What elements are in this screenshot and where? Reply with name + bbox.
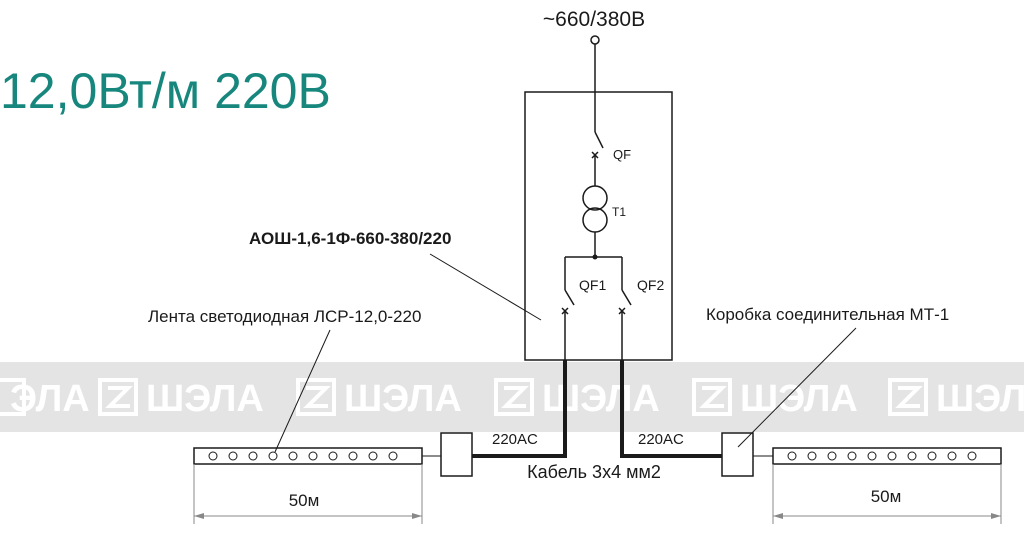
watermark-band xyxy=(0,362,1024,432)
breaker-qf2 xyxy=(618,257,632,360)
breaker-qf1-label: QF1 xyxy=(579,277,606,293)
supply-voltage-label: ~660/380В xyxy=(543,8,645,31)
breaker-qf1 xyxy=(561,257,575,360)
page-title: 12,0Вт/м 220В xyxy=(0,63,331,119)
cable-right xyxy=(620,360,722,458)
watermark-logo-icon xyxy=(0,378,26,416)
dimension-left-label: 50м xyxy=(289,491,320,510)
transformer-t1-label: T1 xyxy=(612,205,626,219)
junction-box-left xyxy=(440,432,473,477)
watermark-text: ЭЛА xyxy=(10,378,90,420)
dimension-right xyxy=(772,464,1002,524)
dimension-left xyxy=(193,464,423,524)
supply-terminal xyxy=(590,35,600,45)
left-voltage-label: 220AC xyxy=(492,431,538,448)
watermark-text: ШЭЛА xyxy=(542,378,660,420)
junction-box-right xyxy=(721,432,754,477)
box-leader-line xyxy=(737,327,857,448)
strip-label: Лента светодиодная ЛСР-12,0-220 xyxy=(148,307,421,326)
right-voltage-label: 220AC xyxy=(638,431,684,448)
watermark-text: ШЭЛА xyxy=(146,378,264,420)
led-strip-right xyxy=(772,447,1002,465)
cabinet-label: АОШ-1,6-1Ф-660-380/220 xyxy=(249,229,451,248)
transformer-t1 xyxy=(582,185,608,260)
box-label: Коробка соединительная МТ-1 xyxy=(706,305,949,324)
cabinet-leader-line xyxy=(429,253,542,321)
watermark-logos: ЭЛА ШЭЛА ШЭЛА ШЭЛА ШЭЛА ШЭЛ xyxy=(0,378,1024,420)
dimension-right-label: 50м xyxy=(871,487,902,506)
led-strip-left xyxy=(193,447,423,465)
watermark-logo-icon xyxy=(888,378,928,416)
breaker-qf xyxy=(591,131,604,186)
watermark-logo-icon xyxy=(692,378,732,416)
cable-label: Кабель 3х4 мм2 xyxy=(527,462,661,482)
breaker-qf2-label: QF2 xyxy=(637,277,664,293)
watermark-text: ШЭЛ xyxy=(936,378,1024,420)
strip-leader-line xyxy=(274,329,331,453)
watermark-logo-icon xyxy=(296,378,336,416)
watermark-logo-icon xyxy=(494,378,534,416)
watermark-logo-icon xyxy=(98,378,138,416)
watermark-text: ШЭЛА xyxy=(344,378,462,420)
cabinet-box xyxy=(524,91,673,361)
breaker-qf-label: QF xyxy=(613,147,631,162)
watermark-text: ШЭЛА xyxy=(740,378,858,420)
cable-left xyxy=(472,360,567,458)
